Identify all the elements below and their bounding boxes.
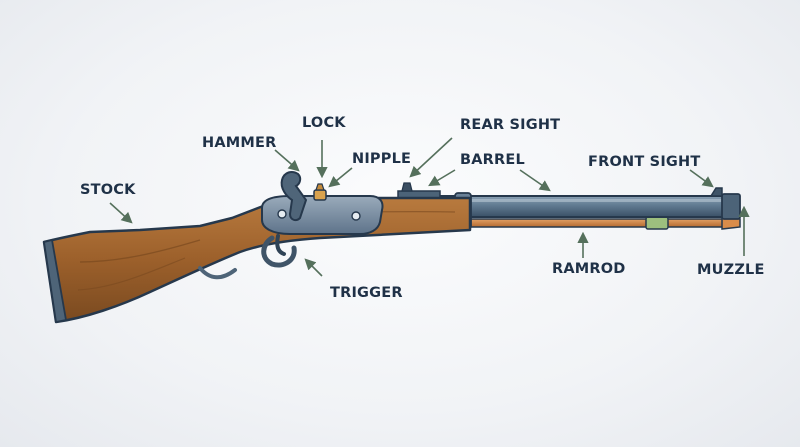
leader-lines bbox=[109, 137, 750, 277]
barrel-highlight bbox=[430, 199, 730, 202]
stock-part bbox=[42, 196, 472, 324]
muzzle-label: MUZZLE bbox=[697, 262, 765, 278]
front-sight-label: FRONT SIGHT bbox=[588, 154, 701, 170]
nipple-label: NIPPLE bbox=[352, 151, 412, 167]
lock-screw bbox=[351, 211, 361, 221]
nipple-tip bbox=[315, 183, 325, 191]
ramrod-pipe bbox=[645, 216, 669, 230]
rear-sight-leaf bbox=[401, 182, 413, 192]
trigger-blade bbox=[275, 234, 286, 256]
front-sight-blade bbox=[709, 187, 723, 197]
stock-leader bbox=[109, 202, 133, 224]
trigger-guard bbox=[261, 235, 297, 268]
muzzle-end bbox=[721, 193, 741, 220]
nipple-leader bbox=[328, 167, 353, 188]
butt-plate bbox=[42, 238, 68, 324]
ramrod-label: RAMROD bbox=[552, 261, 626, 277]
hammer-label: HAMMER bbox=[202, 135, 277, 151]
barrel-leader-1 bbox=[428, 169, 456, 187]
barrel-leader-2 bbox=[519, 169, 551, 192]
hammer-spur bbox=[280, 171, 308, 222]
ramrod-part bbox=[469, 216, 741, 230]
front-sight-leader bbox=[689, 169, 714, 188]
barrel-label: BARREL bbox=[460, 152, 525, 168]
wood-grain bbox=[77, 257, 186, 291]
stock-label: STOCK bbox=[80, 182, 136, 198]
lock-label: LOCK bbox=[302, 115, 346, 131]
trigger-plate bbox=[198, 266, 237, 280]
lock-screw bbox=[277, 209, 287, 219]
rear-sight-label: REAR SIGHT bbox=[460, 117, 561, 133]
trigger-label: TRIGGER bbox=[330, 285, 403, 301]
rear-sight-leader bbox=[409, 137, 453, 178]
wood-grain bbox=[79, 239, 201, 263]
lock-part bbox=[261, 171, 384, 268]
trigger-leader bbox=[304, 258, 323, 277]
hammer-leader bbox=[274, 149, 300, 172]
nipple-cone bbox=[313, 189, 327, 201]
ramrod-shaft bbox=[469, 218, 725, 228]
